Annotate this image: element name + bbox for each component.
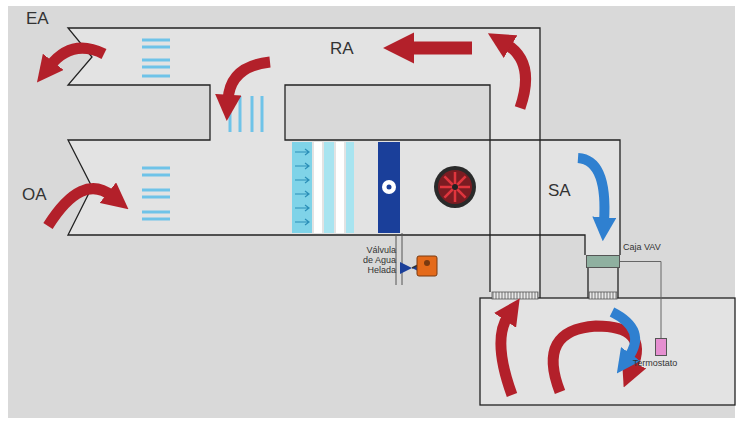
duct-fill <box>68 28 735 405</box>
valve-label: Válvula de Agua Helada <box>356 246 396 276</box>
cooling-coil <box>378 142 400 233</box>
supply-air-arrows <box>578 158 635 358</box>
supply-fan <box>434 166 476 208</box>
control-wire <box>620 262 661 339</box>
thermostat: Termostato <box>655 338 667 356</box>
node-label: Caja VAV <box>623 243 661 253</box>
background <box>8 6 735 418</box>
duct-label: OA <box>22 186 47 205</box>
chilled-water-valve <box>396 233 437 285</box>
duct-label: SA <box>548 182 571 201</box>
filter-bank <box>292 142 354 233</box>
airflow-arrows <box>48 44 637 395</box>
node-label: Termostato <box>633 359 678 369</box>
vav-box: Caja VAV <box>586 255 620 268</box>
supply-grille <box>589 292 617 299</box>
duct-label: RA <box>330 40 354 59</box>
vav-box-shape <box>586 255 620 268</box>
duct-outline <box>68 28 735 405</box>
duct-label: EA <box>26 10 49 29</box>
thermostat-shape <box>655 338 667 356</box>
return-grille <box>492 292 538 299</box>
